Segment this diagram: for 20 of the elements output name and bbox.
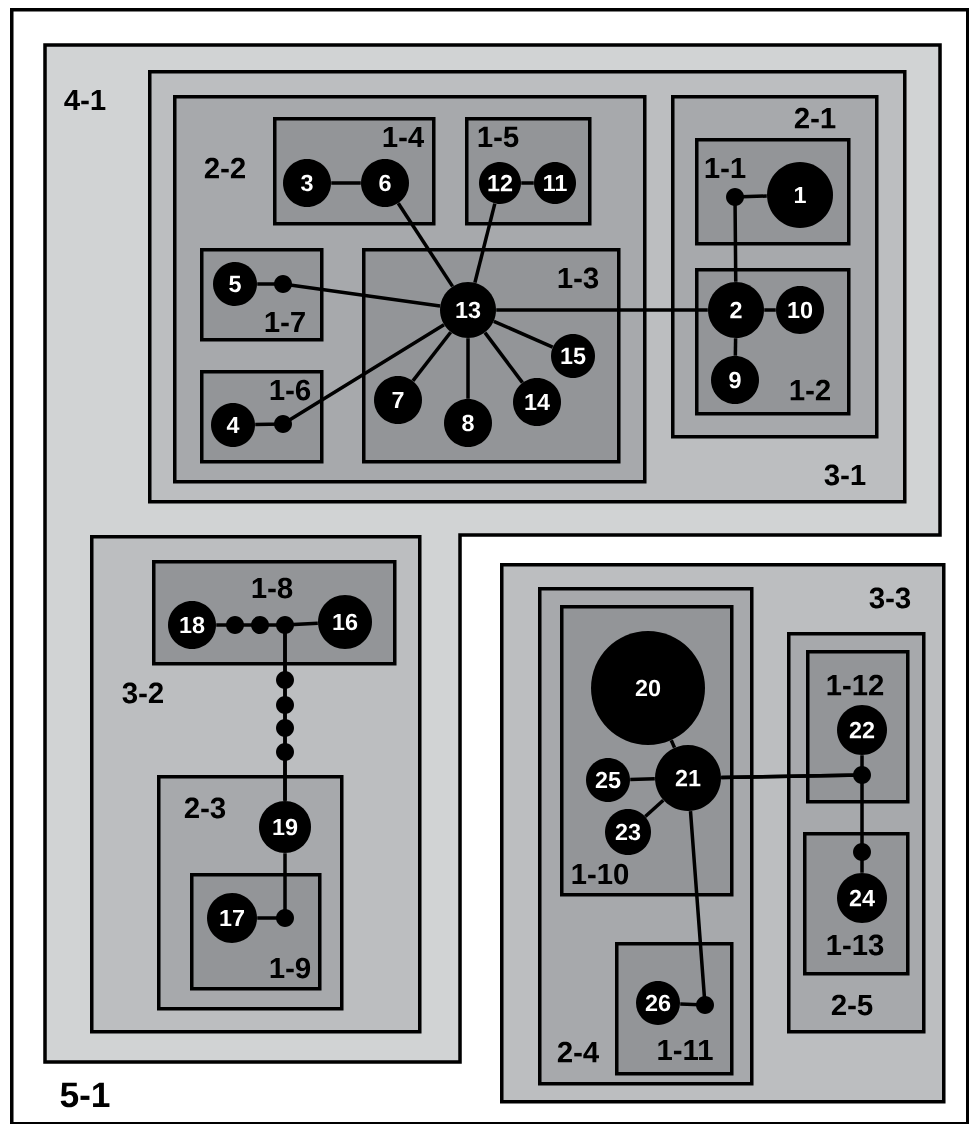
connector-line — [644, 798, 665, 818]
connector-line — [764, 308, 776, 312]
connector-line — [680, 811, 707, 1007]
connector-line — [466, 338, 470, 399]
connector-line — [396, 202, 455, 288]
connector-line — [257, 282, 441, 308]
connector-line — [521, 181, 534, 185]
connector-line — [721, 773, 864, 873]
connector-line — [496, 308, 708, 312]
connector-line — [493, 319, 554, 349]
connector-line — [733, 338, 738, 356]
connector-line — [331, 181, 361, 185]
connector-line — [255, 323, 445, 427]
connector-line — [669, 739, 677, 749]
connector-line — [630, 777, 655, 782]
connector-line — [283, 621, 318, 801]
connector-line — [483, 331, 524, 384]
connector-line — [411, 331, 453, 382]
connector-line — [257, 853, 287, 920]
connector-line — [473, 203, 497, 284]
